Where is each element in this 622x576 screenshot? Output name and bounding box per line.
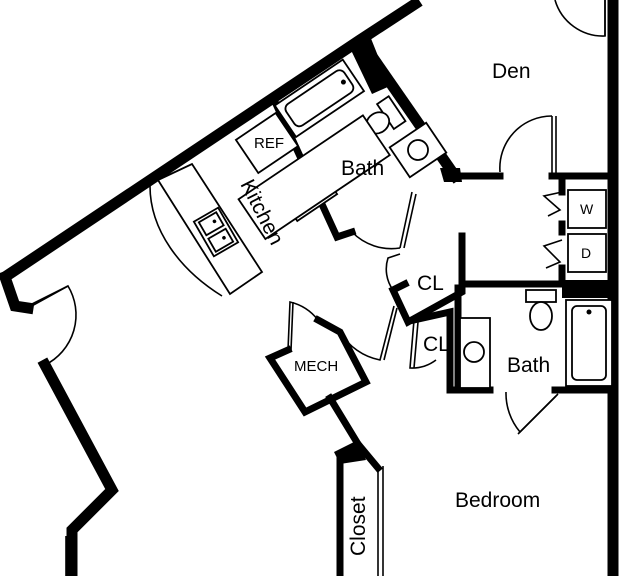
pillar-bath-corner bbox=[440, 168, 462, 182]
door-mech bbox=[287, 300, 319, 351]
bathtub-upper bbox=[273, 58, 366, 139]
door-mech-leaf bbox=[290, 301, 294, 351]
washer bbox=[567, 189, 607, 229]
door-closet-lower-leaf bbox=[413, 321, 419, 369]
kitchen-sink bbox=[192, 206, 240, 258]
dryer-label: D bbox=[581, 245, 591, 261]
wall-west-stub bbox=[0, 270, 35, 315]
door-dryer-bifold bbox=[542, 239, 563, 269]
vanity-upper bbox=[388, 121, 448, 179]
refrigerator-label: REF bbox=[254, 135, 284, 152]
door-bath-upper-leaf-2 bbox=[403, 193, 417, 249]
pillars bbox=[334, 36, 614, 464]
interior-walls bbox=[264, 34, 617, 576]
kitchen-island bbox=[149, 162, 264, 297]
wall-mech bbox=[264, 315, 371, 417]
refrigerator bbox=[234, 111, 300, 175]
door-closet-lower bbox=[409, 319, 437, 369]
door-bath-upper-leaf bbox=[399, 191, 413, 249]
door-corridor bbox=[339, 305, 395, 361]
washer-label: W bbox=[580, 201, 594, 217]
door-closet-upper bbox=[385, 253, 401, 291]
room-label-bath-upper: Bath bbox=[341, 157, 384, 180]
pillar-north bbox=[350, 36, 390, 94]
kitchen-counter bbox=[237, 114, 391, 241]
room-label-den: Den bbox=[492, 60, 531, 83]
door-west bbox=[27, 284, 77, 366]
door-bath-lower bbox=[505, 391, 559, 434]
room-label-bedroom: Bedroom bbox=[455, 489, 540, 512]
wall-west-diagonal bbox=[37, 357, 119, 576]
pillar-closet bbox=[334, 440, 366, 464]
fixtures: REF W D bbox=[149, 58, 613, 389]
door-corridor-leaf bbox=[383, 307, 398, 361]
pillar-laundry bbox=[562, 280, 614, 298]
bathtub-lower bbox=[565, 299, 613, 387]
room-label-bath-lower: Bath bbox=[507, 354, 550, 377]
door-bath-lower-leaf bbox=[517, 395, 557, 435]
door-west-leaf bbox=[27, 285, 69, 307]
room-label-mech: MECH bbox=[294, 358, 338, 375]
dryer bbox=[567, 233, 607, 273]
door-bath-upper bbox=[351, 231, 401, 250]
room-label-closet: Closet bbox=[347, 496, 370, 556]
toilet-lower bbox=[525, 289, 557, 331]
door-den-entry bbox=[499, 115, 553, 173]
wall-closet-lower bbox=[409, 307, 494, 394]
wall-closet-east-top bbox=[353, 439, 383, 473]
wall-closet-upper bbox=[388, 232, 466, 327]
doors bbox=[27, 0, 606, 576]
room-label-closet-lower: CL bbox=[423, 333, 450, 356]
vanity-lower bbox=[459, 317, 491, 389]
room-label-closet-upper: CL bbox=[417, 272, 444, 295]
door-washer-bifold bbox=[542, 191, 563, 217]
door-den-top bbox=[554, 0, 606, 37]
